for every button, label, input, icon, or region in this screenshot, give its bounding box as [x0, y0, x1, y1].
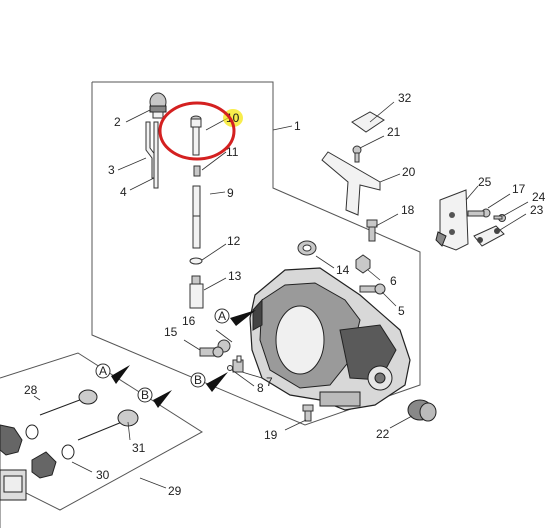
- callout-15: 15: [164, 325, 178, 339]
- marker-b-label: B: [194, 373, 202, 387]
- callout-2: 2: [114, 115, 121, 129]
- nut-part-6: [355, 254, 371, 274]
- bar-plate-part: [435, 189, 469, 251]
- marker-a-upper: A: [214, 308, 256, 326]
- callout-14: 14: [336, 263, 350, 277]
- marker-a-lower: A: [95, 363, 130, 384]
- callout-19: 19: [264, 428, 278, 442]
- callout-31: 31: [132, 441, 146, 455]
- callout-32: 32: [398, 91, 412, 105]
- spur-part-22: [407, 399, 437, 422]
- callout-25: 25: [478, 175, 492, 189]
- callout-22: 22: [376, 427, 390, 441]
- tube-part-10: [190, 115, 202, 156]
- ring-part-12: [189, 257, 203, 265]
- callout-13: 13: [228, 269, 242, 283]
- link-part-23: [473, 225, 505, 247]
- screw-part-21: [352, 145, 362, 163]
- primer-bulb-part: [149, 92, 167, 119]
- callout-29: 29: [168, 484, 182, 498]
- assembly-frame: [91, 81, 421, 426]
- marker-a-label: A: [218, 309, 226, 323]
- marker-b-lower-label: B: [141, 388, 149, 402]
- highlight-circle: [158, 101, 236, 161]
- callout-28: 28: [24, 383, 38, 397]
- callout-6: 6: [390, 274, 397, 288]
- callout-16: 16: [182, 314, 196, 328]
- bushing-part-14: [297, 240, 317, 256]
- leader-lines: [33, 101, 529, 489]
- marker-b-upper: B: [190, 372, 228, 392]
- oring-part-8: [227, 365, 233, 371]
- tube-part-9: [192, 185, 201, 249]
- callout-1: 1: [294, 119, 301, 133]
- callout-18: 18: [401, 203, 415, 217]
- callout-4: 4: [120, 185, 127, 199]
- bolt-part-18: [366, 219, 378, 242]
- subassembly-frame: [0, 352, 203, 511]
- callout-8: 8: [257, 381, 264, 395]
- engine-block-partial: [0, 469, 27, 501]
- bolt-part-19: [302, 404, 314, 422]
- crankshaft-part-left: [0, 389, 98, 456]
- crankshaft-part-lower: [31, 409, 139, 479]
- stud-part-5: [359, 283, 386, 295]
- callout-11: 11: [226, 145, 239, 159]
- callout-5: 5: [398, 304, 405, 318]
- callout-7: 7: [266, 375, 273, 389]
- callout-12: 12: [227, 234, 241, 248]
- bracket-part: [321, 151, 381, 216]
- crankcase-housing: [249, 267, 411, 411]
- callout-24: 24: [532, 190, 546, 204]
- callout-20: 20: [402, 165, 416, 179]
- filter-part-13: [189, 275, 204, 309]
- callout-10-overlay: 10: [226, 111, 240, 125]
- callout-17: 17: [512, 182, 526, 196]
- bolt-part-17: [467, 208, 491, 218]
- callout-9: 9: [227, 186, 234, 200]
- callout-30: 30: [96, 468, 110, 482]
- straight-tube-part: [153, 121, 159, 189]
- marker-b-lower: B: [137, 387, 172, 408]
- callout-23: 23: [530, 203, 544, 217]
- marker-a-lower-label: A: [99, 364, 107, 378]
- screw-part-24: [493, 214, 506, 222]
- bolt-part-15: [199, 346, 224, 358]
- gasket-part: [351, 111, 385, 133]
- callout-21: 21: [387, 125, 401, 139]
- fitting-part-11: [193, 165, 201, 177]
- callout-3: 3: [108, 163, 115, 177]
- valve-part-7: [232, 355, 244, 373]
